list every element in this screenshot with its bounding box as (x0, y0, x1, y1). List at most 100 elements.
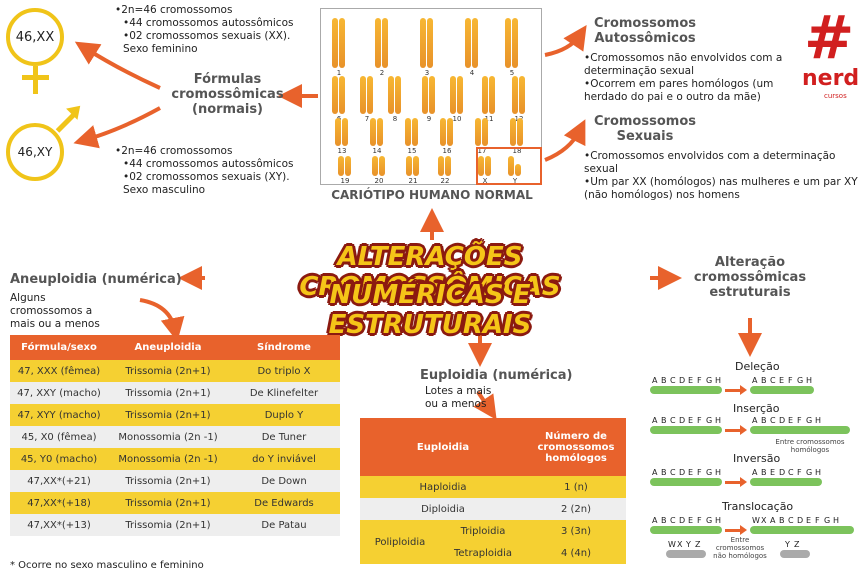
gene-label: F (788, 376, 793, 385)
chromosome (339, 18, 345, 68)
autossomicos-line: •Ocorrem em pares homólogos (um herdado … (584, 78, 774, 103)
chromosome-number: X (482, 177, 488, 185)
autossomicos-text: •Cromossomos não envolvidos com a determ… (584, 52, 784, 104)
gene-label: Y (785, 540, 790, 549)
gene-label: E (688, 416, 694, 425)
chromosome (370, 118, 376, 146)
cell: Diploidia (360, 498, 526, 520)
gene-label: C (670, 468, 676, 477)
gene-label: D (779, 468, 786, 477)
chromosome (512, 76, 518, 114)
table-row: 45, X0 (fêmea)Monossomia (2n -1)De Tuner (10, 426, 340, 448)
cell: 1 (n) (526, 476, 626, 498)
inversao-label: Inversão (733, 452, 781, 465)
chromosome (367, 76, 373, 114)
chromosome-number: 2 (379, 69, 385, 77)
chromosome-bar (650, 386, 722, 394)
chromosome (465, 18, 471, 68)
chromosome-number: 20 (374, 177, 384, 185)
chromosome (445, 156, 451, 176)
cell: De Tuner (228, 426, 340, 448)
chromosome-number: 7 (364, 115, 370, 123)
cell: 47, XXX (fêmea) (10, 360, 108, 382)
chromosome (478, 156, 484, 176)
gene-label: G (806, 468, 813, 477)
autossomicos-title: Cromossomos Autossômicos (594, 16, 696, 46)
gene-label: Z (794, 540, 800, 549)
gene-label: G (706, 468, 713, 477)
gene-label: H (715, 516, 722, 525)
gene-label: H (715, 416, 722, 425)
chromosome (508, 156, 514, 176)
chromosome (420, 18, 426, 68)
chromosome-number: 1 (336, 69, 342, 77)
cell: do Y inviável (228, 448, 340, 470)
arrowhead-icon (740, 385, 747, 395)
cell: 47, XXY (macho) (10, 382, 108, 404)
gene-label: C (770, 376, 776, 385)
chromosome (440, 118, 446, 146)
chromosome-number: 5 (509, 69, 515, 77)
gene-label: G (706, 376, 713, 385)
gene-label: C (788, 468, 794, 477)
logo-text: nerd (802, 66, 860, 91)
euploidia-table: Euploidia Número de cromossomos homólogo… (360, 418, 626, 564)
gene-label: G (824, 516, 831, 525)
autossomicos-line: •Cromossomos não envolvidos com a determ… (584, 52, 783, 77)
gene-label: B (761, 468, 767, 477)
gene-label: A (652, 468, 658, 477)
gene-label: X (677, 540, 683, 549)
gene-label: B (761, 376, 767, 385)
chromosome (519, 76, 525, 114)
cell: Tetraploidia (440, 542, 526, 564)
female-symbol-cross (22, 75, 49, 80)
cell: Trissomia (2n+1) (108, 514, 228, 536)
chromosome (515, 164, 521, 176)
cell: 47,XX*(+18) (10, 492, 108, 514)
chromosome-number: 16 (442, 147, 452, 155)
chromosome-number: 18 (512, 147, 522, 155)
gene-label: B (661, 416, 667, 425)
female-line: •02 cromossomos sexuais (XX). (123, 30, 291, 42)
arrow-right-icon (725, 481, 740, 484)
karyotype-chromosomes: 12345678910111213141516171819202122XY (320, 8, 540, 185)
gene-label: D (797, 516, 804, 525)
female-line: Sexo feminino (123, 43, 198, 55)
chromosome-number: 11 (484, 115, 494, 123)
main-title-line1: ALTERAÇÕES CROMOSSÔMICAS (299, 242, 561, 302)
cell: 47,XX*(+21) (10, 470, 108, 492)
chromosome-number: 13 (337, 147, 347, 155)
col-header: Fórmula/sexo (10, 335, 108, 360)
table-row: 47,XX*(+18)Trissomia (2n+1)De Edwards (10, 492, 340, 514)
cell: Poliploidia (360, 520, 440, 564)
gene-label: E (806, 516, 812, 525)
cell: Triploidia (440, 520, 526, 542)
chromosome (412, 118, 418, 146)
chromosome (379, 156, 385, 176)
cell: Trissomia (2n+1) (108, 470, 228, 492)
chromosome (372, 156, 378, 176)
cell: De Patau (228, 514, 340, 536)
gene-label: H (715, 468, 722, 477)
gene-label: D (679, 516, 686, 525)
female-info: •2n=46 cromossomos •44 cromossomos autos… (115, 4, 315, 56)
cell: Trissomia (2n+1) (108, 360, 228, 382)
chromosome (489, 76, 495, 114)
chromosome-number: 4 (469, 69, 475, 77)
gene-label: A (752, 468, 758, 477)
chromosome (335, 118, 341, 146)
euploidia-title: Euploidia (numérica) (420, 368, 573, 383)
chromosome (505, 18, 511, 68)
cell: 47, XYY (macho) (10, 404, 108, 426)
gene-label: E (688, 468, 694, 477)
cell: 47,XX*(+13) (10, 514, 108, 536)
gene-label: F (697, 376, 702, 385)
chromosome (388, 76, 394, 114)
chromosome-number: 3 (424, 69, 430, 77)
cell: De Edwards (228, 492, 340, 514)
table-row: 47, XXY (macho)Trissomia (2n+1)De Klinef… (10, 382, 340, 404)
col-header: Euploidia (360, 418, 526, 476)
